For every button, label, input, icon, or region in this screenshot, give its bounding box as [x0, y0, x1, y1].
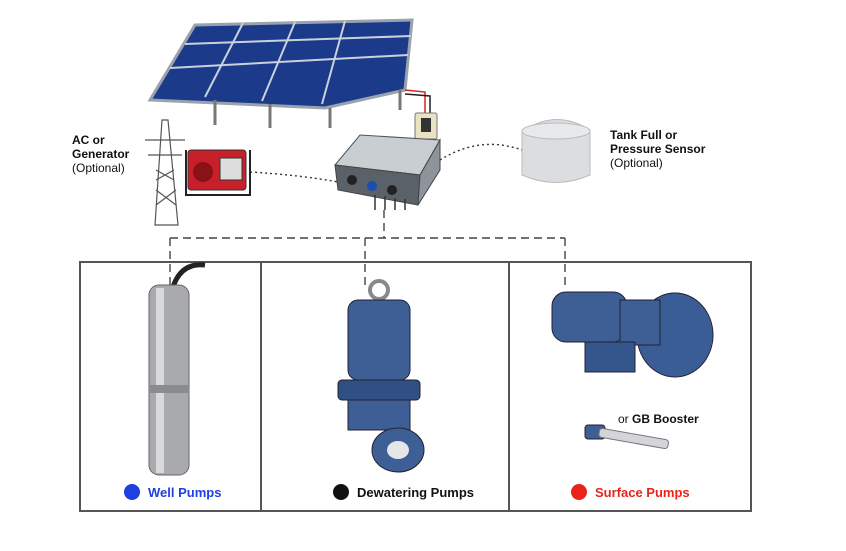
tank	[521, 119, 591, 183]
well-pump	[148, 262, 206, 476]
generator-label-line2: Generator	[72, 147, 130, 161]
booster-label: or GB Booster	[618, 412, 699, 426]
dewatering-pumps-dot	[333, 484, 349, 500]
generator-optional: (Optional)	[72, 161, 125, 175]
generator-label-line1: AC or	[72, 133, 105, 147]
well-pumps-caption: Well Pumps	[124, 484, 221, 500]
surface-pumps-dot	[571, 484, 587, 500]
dewatering-pumps-caption: Dewatering Pumps	[333, 484, 474, 500]
power-tower	[145, 119, 185, 226]
sensor-label-line1: Tank Full or	[610, 128, 678, 142]
sensor-label-line2: Pressure Sensor	[610, 142, 706, 156]
generator-label: AC or Generator (Optional)	[72, 133, 129, 175]
pump-controller	[334, 134, 441, 210]
surface-pumps-label: Surface Pumps	[595, 484, 690, 500]
dewatering-pump	[337, 279, 425, 473]
sensor-label: Tank Full or Pressure Sensor (Optional)	[610, 128, 705, 170]
generator	[185, 149, 251, 196]
well-pumps-label: Well Pumps	[148, 484, 222, 500]
surface-pump	[551, 291, 714, 378]
booster-name: GB Booster	[632, 412, 699, 426]
solar-panel-array	[147, 18, 414, 128]
surface-pumps-caption: Surface Pumps	[571, 484, 690, 500]
sensor-optional: (Optional)	[610, 156, 663, 170]
dewatering-pumps-label: Dewatering Pumps	[357, 484, 475, 500]
disconnect-switch	[414, 112, 438, 140]
booster-pump	[584, 424, 669, 450]
booster-prefix: or	[618, 412, 629, 426]
pump-panels	[79, 261, 752, 512]
well-pumps-dot	[124, 484, 140, 500]
